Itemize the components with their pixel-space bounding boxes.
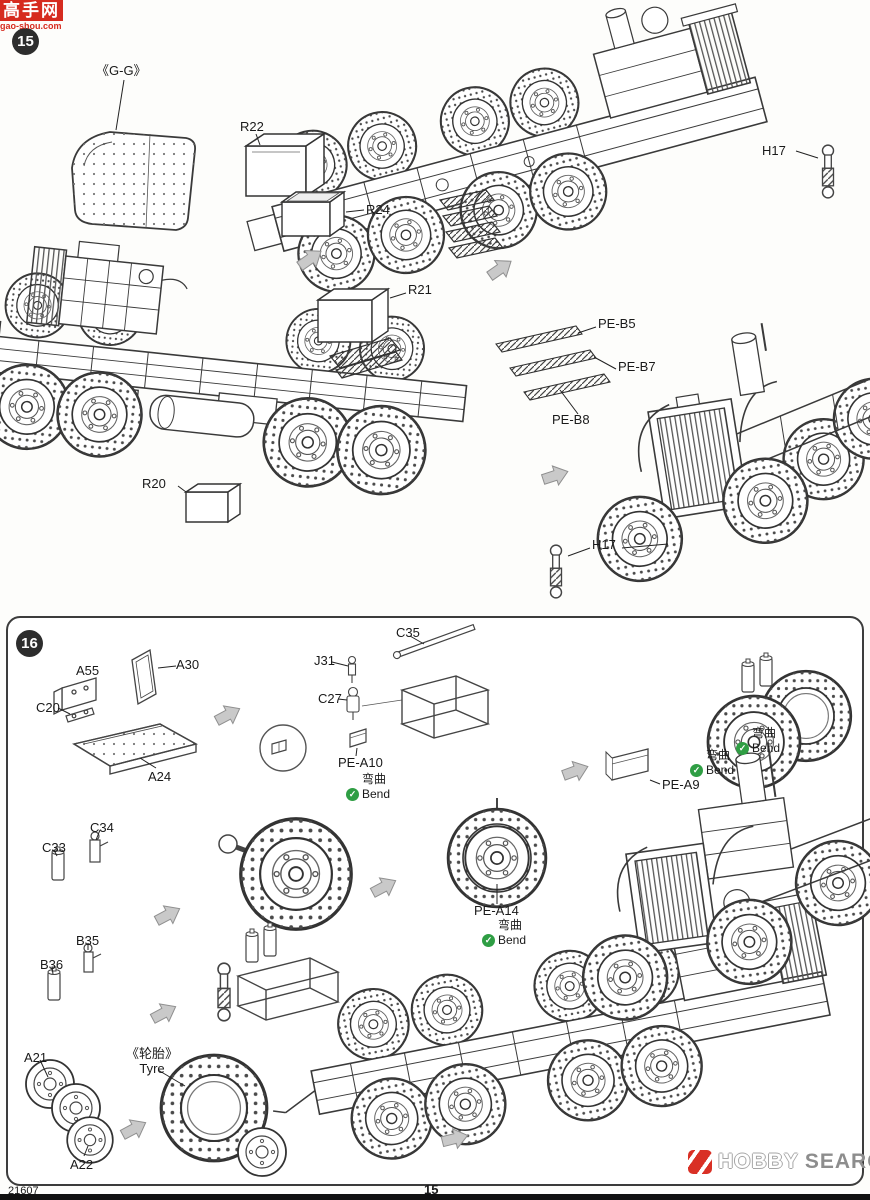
rim-a22 <box>66 1116 114 1164</box>
label-h17-top: H17 <box>762 143 786 158</box>
part-r20 <box>183 482 243 524</box>
hobbysearch-logo-icon <box>688 1150 712 1174</box>
label-pe-a10: PE-A10 <box>338 755 383 770</box>
label-r20: R20 <box>142 476 166 491</box>
part-h17-top <box>821 144 835 199</box>
label-a22: A22 <box>70 1157 94 1172</box>
label-c35: C35 <box>396 625 420 640</box>
bend-en: Bend <box>362 787 391 801</box>
pe-grille-strips <box>495 325 611 401</box>
equipment-box-assembly <box>217 922 341 1022</box>
label-pe-b7: PE-B7 <box>618 359 656 374</box>
part-r21 <box>315 287 391 344</box>
label-a30: A30 <box>176 657 200 672</box>
part-r21-louver <box>328 337 403 379</box>
label-pe-a14: PE-A14 <box>474 903 519 918</box>
louver-stack <box>438 189 505 259</box>
bend-note-pe-a10: 弯曲 ✓ Bend <box>346 772 390 802</box>
bend-note-pe-a14: 弯曲 ✓ Bend <box>482 918 526 948</box>
step16-badge: 16 <box>16 630 43 657</box>
part-h17-bottom <box>549 544 563 599</box>
bend-en: Bend <box>706 763 735 777</box>
check-icon: ✓ <box>690 764 703 777</box>
truck-chassis-left <box>0 240 468 500</box>
bend-en: Bend <box>752 741 781 755</box>
label-gg: 《G-G》 <box>96 63 147 78</box>
label-a24: A24 <box>148 769 172 784</box>
bend-en: Bend <box>498 933 527 947</box>
bracket-box <box>399 675 491 739</box>
detail-view-circle-a10 <box>259 724 307 772</box>
bend-cn: 弯曲 <box>498 918 523 932</box>
part-c27 <box>346 686 360 720</box>
label-b35: B35 <box>76 933 100 948</box>
brand-word-search: SEARCH <box>804 1150 870 1173</box>
bend-note-right-2: 弯曲 ✓ Bend <box>690 748 734 778</box>
part-a24 <box>72 723 198 775</box>
bend-cn: 弯曲 <box>752 726 777 740</box>
page-bottom-bar <box>0 1194 870 1200</box>
part-c35 <box>392 623 476 660</box>
part-c34 <box>89 831 109 863</box>
truck-front-step16 <box>576 742 870 1027</box>
label-a55: A55 <box>76 663 100 678</box>
label-r22: R22 <box>240 119 264 134</box>
label-c33: C33 <box>42 840 66 855</box>
tyre-label-cn: 《轮胎》 <box>126 1046 179 1061</box>
watermark-url: gao-shou.com <box>0 21 62 31</box>
label-pe-b8: PE-B8 <box>552 412 590 427</box>
label-tyre: 《轮胎》 Tyre <box>126 1046 179 1077</box>
part-j31 <box>347 655 357 683</box>
bend-cn: 弯曲 <box>362 772 387 786</box>
check-icon: ✓ <box>346 788 359 801</box>
check-icon: ✓ <box>482 934 495 947</box>
truck-chassis-top-right <box>246 3 768 302</box>
label-c20: C20 <box>36 700 60 715</box>
assembly-line <box>361 699 403 707</box>
watermark: 高手网 gao-shou.com <box>0 0 63 31</box>
part-a30 <box>131 648 157 706</box>
part-r22 <box>243 132 327 198</box>
label-c34: C34 <box>90 820 114 835</box>
page-number: 15 <box>424 1182 439 1197</box>
truck-front-bottom-right <box>590 323 870 589</box>
part-cylinder-b <box>759 652 773 687</box>
label-h17-bottom: H17 <box>592 537 616 552</box>
label-r21: R21 <box>408 282 432 297</box>
part-r24 <box>279 190 347 238</box>
tyre-label-en: Tyre <box>139 1060 165 1076</box>
leader-lines <box>39 79 819 1157</box>
label-b36: B36 <box>40 957 64 972</box>
label-c27: C27 <box>318 691 342 706</box>
part-cylinder-a <box>741 658 755 693</box>
wheel-with-axle <box>218 817 353 931</box>
label-r24: R24 <box>366 202 390 217</box>
check-icon: ✓ <box>736 742 749 755</box>
watermark-title: 高手网 <box>0 0 63 21</box>
brand-word-hobby: HOBBY <box>718 1150 799 1173</box>
label-a21: A21 <box>24 1050 48 1065</box>
label-pe-a9: PE-A9 <box>662 777 700 792</box>
hood-part-gg <box>71 131 196 231</box>
bend-note-right-1: 弯曲 ✓ Bend <box>736 726 780 756</box>
label-j31: J31 <box>314 653 335 668</box>
rim-bottom <box>237 1127 287 1177</box>
part-pe-a9 <box>605 748 649 781</box>
label-pe-b5: PE-B5 <box>598 316 636 331</box>
part-pe-a10 <box>349 728 367 748</box>
part-c20 <box>65 707 95 723</box>
step15-badge: 15 <box>12 28 39 55</box>
hobbysearch-logo: HOBBY SEARCH <box>688 1150 870 1174</box>
bend-cn: 弯曲 <box>706 748 731 762</box>
